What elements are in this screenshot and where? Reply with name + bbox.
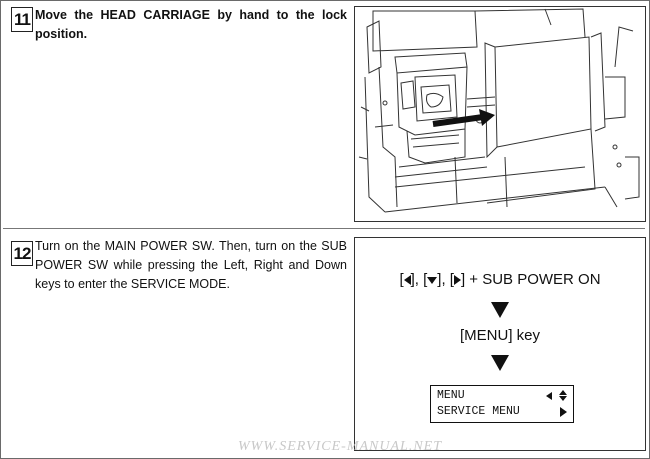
step-12-number: 12	[11, 241, 33, 266]
sub-power-on-label: ] + SUB POWER ON	[460, 271, 601, 288]
step-11-text: Move the HEAD CARRIAGE by hand to the lo…	[35, 8, 347, 41]
service-mode-procedure-panel: [ ], [ ], [ ] + SUB POWER ON [MENU] key MEN…	[354, 237, 646, 451]
lcd-display: MENU SERVICE MENU	[430, 385, 574, 423]
arrow-right-icon	[453, 275, 461, 286]
printer-line-drawing	[358, 8, 640, 213]
step-11-number: 11	[11, 7, 33, 32]
watermark: WWW.SERVICE-MANUAL.NET	[238, 439, 442, 454]
lcd-line-1: MENU	[437, 389, 465, 402]
arrow-left-icon	[403, 275, 411, 286]
key-combination-line: [ ], [ ], [ ] + SUB POWER ON	[355, 271, 645, 288]
menu-key-label: [MENU] key	[459, 327, 540, 344]
key-separator-1: ], [	[410, 271, 428, 288]
head-carriage-illustration	[354, 6, 646, 222]
lcd-right-arrow-icon	[560, 406, 567, 419]
step-divider	[3, 228, 645, 229]
lcd-line-2: SERVICE MENU	[437, 405, 520, 418]
key-separator-2: ], [	[437, 271, 454, 288]
step-12-text: Turn on the MAIN POWER SW. Then, turn on…	[35, 239, 347, 291]
lock-position-arrow-icon	[432, 109, 495, 127]
arrow-down-icon	[427, 276, 438, 284]
lcd-nav-indicator	[546, 390, 567, 403]
lcd-updown-arrow-icon	[559, 390, 567, 402]
flow-down-arrow-icon-2	[491, 355, 509, 371]
lcd-left-arrow-icon	[546, 392, 553, 400]
key-bracket-open: [	[399, 271, 404, 288]
flow-down-arrow-icon	[491, 302, 509, 318]
